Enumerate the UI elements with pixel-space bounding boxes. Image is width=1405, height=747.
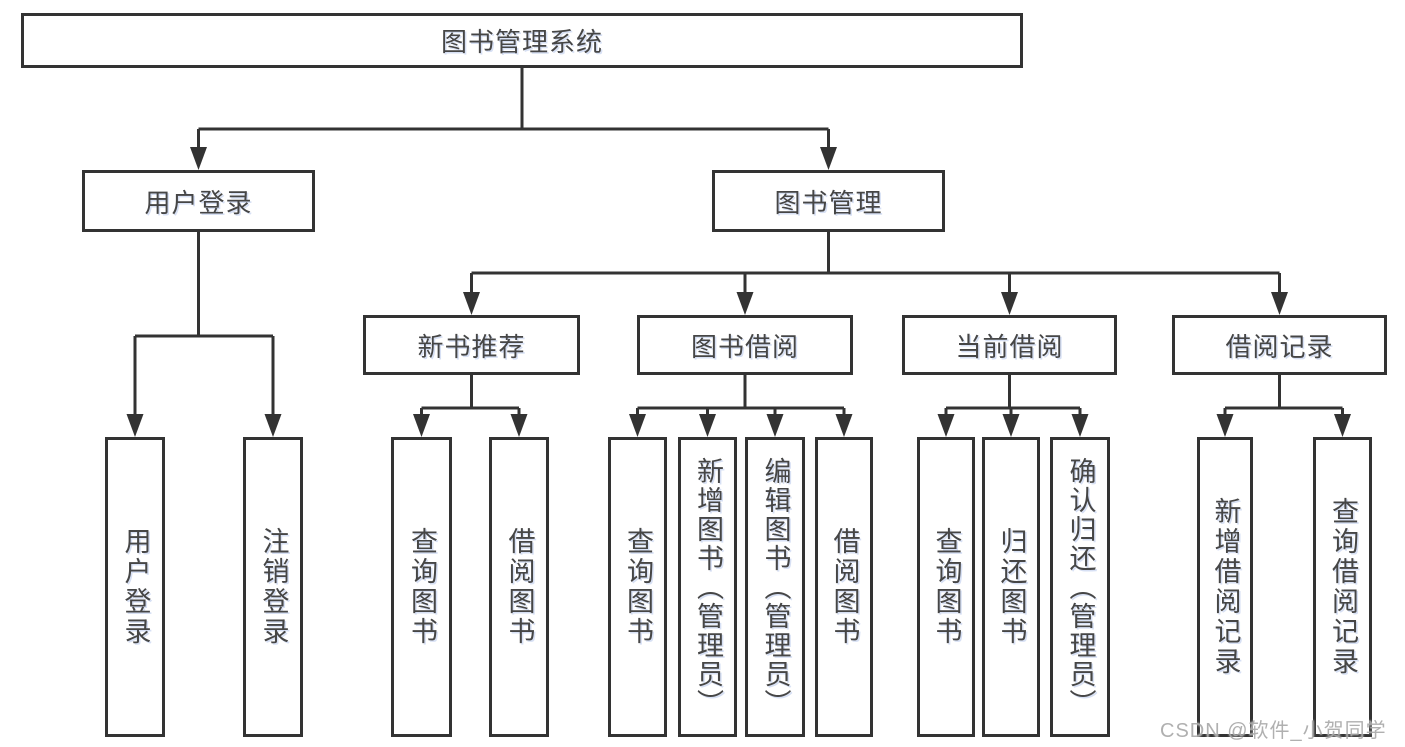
leaf-label: 查询图书 [407,527,437,647]
node-current-borrowing: 当前借阅 [902,315,1117,375]
leaf-edit-book-admin: 编辑图书（管理员） [745,437,805,737]
node-user-login: 用户登录 [82,170,315,232]
leaf-label: 新增借阅记录 [1210,497,1241,677]
node-root-system: 图书管理系统 [21,13,1023,68]
leaf-borrow-books-borrowing: 借阅图书 [815,437,873,737]
leaf-label: 编辑图书（管理员） [760,456,791,718]
node-borrowing-records: 借阅记录 [1172,315,1387,375]
leaf-query-books-current: 查询图书 [917,437,975,737]
leaf-label: 借阅图书 [829,527,860,647]
leaf-label: 查询借阅记录 [1328,497,1358,677]
leaf-confirm-return-admin: 确认归还（管理员） [1050,437,1110,737]
csdn-watermark: CSDN @软件_小贺同学 [1160,720,1387,742]
leaf-label: 借阅图书 [504,527,535,647]
leaf-label: 确认归还（管理员） [1065,456,1096,718]
leaf-label: 注销登录 [258,527,289,647]
leaf-label: 新增图书（管理员） [693,456,723,718]
leaf-add-borrow-record: 新增借阅记录 [1197,437,1253,737]
leaf-label: 查询图书 [623,527,653,647]
leaf-label: 归还图书 [996,527,1027,647]
leaf-add-book-admin: 新增图书（管理员） [678,437,737,737]
leaf-user-login: 用户登录 [105,437,165,737]
node-book-management: 图书管理 [712,170,945,232]
leaf-return-book: 归还图书 [982,437,1040,737]
leaf-borrow-books-recommend: 借阅图书 [489,437,549,737]
leaf-logout: 注销登录 [243,437,303,737]
leaf-query-books-borrowing: 查询图书 [608,437,667,737]
leaf-label: 用户登录 [120,527,151,647]
leaf-query-books-recommend: 查询图书 [391,437,452,737]
leaf-label: 查询图书 [931,527,962,647]
node-new-book-recommend: 新书推荐 [363,315,580,375]
leaf-query-borrow-record: 查询借阅记录 [1313,437,1372,737]
node-book-borrowing: 图书借阅 [637,315,853,375]
